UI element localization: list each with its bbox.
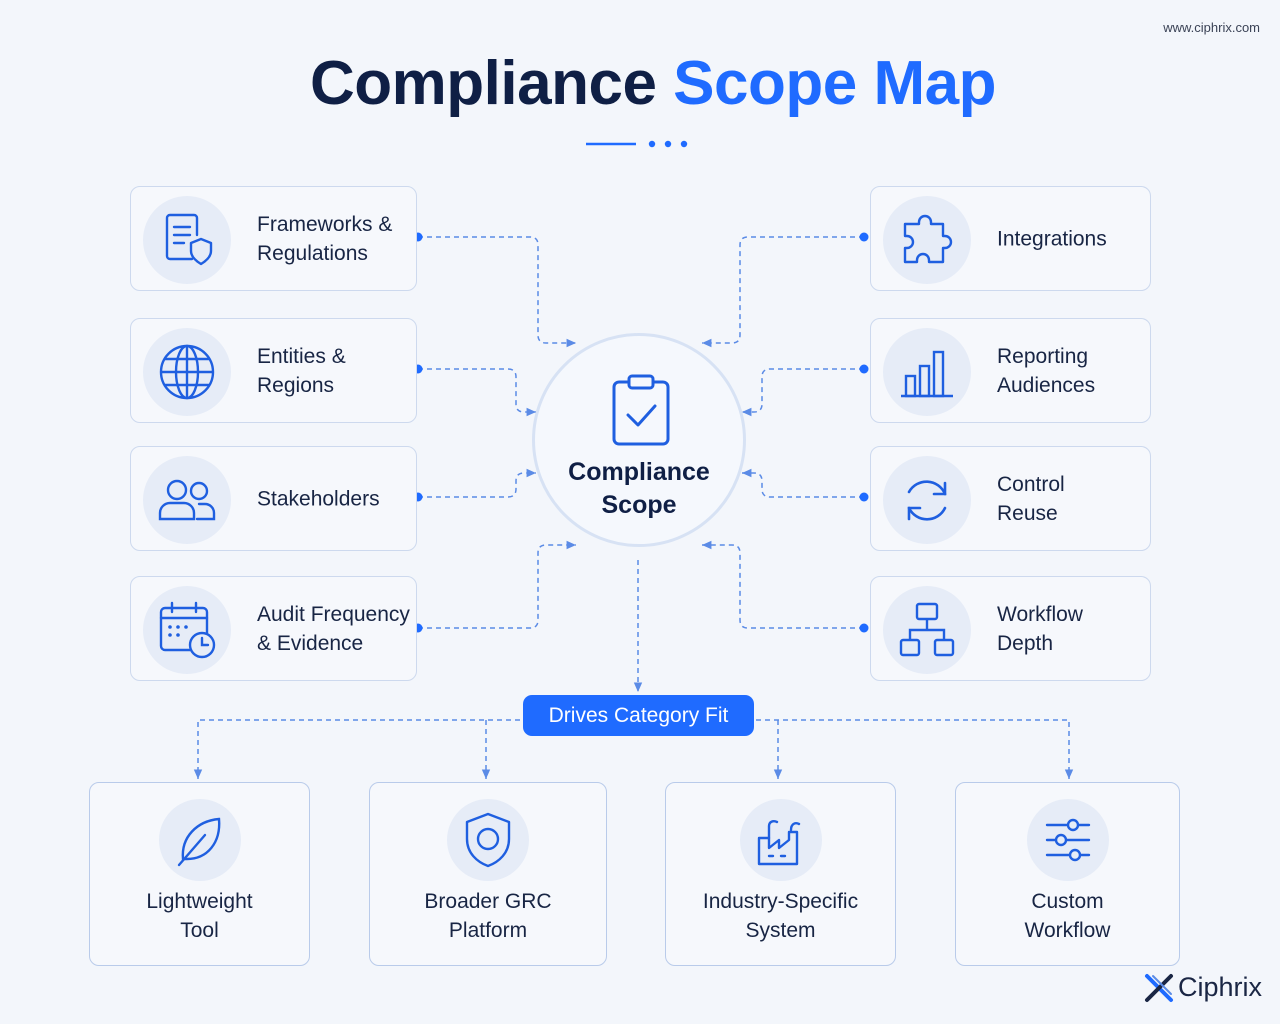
globe-icon — [143, 328, 231, 416]
card-label: Audit Frequency & Evidence — [257, 602, 410, 655]
card-control-reuse: Control Reuse — [870, 446, 1151, 551]
card-label: Control Reuse — [997, 472, 1065, 525]
title-accent: Scope Map — [673, 49, 996, 118]
factory-icon — [739, 799, 822, 881]
puzzle-icon — [883, 196, 971, 284]
title-main: Compliance — [310, 49, 657, 118]
category-label: Lightweight Tool — [146, 890, 253, 942]
ciphrix-logo-icon — [1145, 973, 1173, 1002]
category-custom-workflow: Custom Workflow — [955, 782, 1180, 966]
card-label: Frameworks & Regulations — [257, 212, 393, 265]
hierarchy-icon — [883, 586, 971, 674]
compliance-scope-hub: Compliance Scope — [532, 333, 746, 547]
card-audit-frequency: Audit Frequency & Evidence — [130, 576, 417, 681]
card-stakeholders: Stakeholders — [130, 446, 417, 551]
card-entities-regions: Entities & Regions — [130, 318, 417, 423]
category-broader-grc: Broader GRC Platform — [369, 782, 607, 966]
card-label: Reporting Audiences — [997, 344, 1096, 397]
page-title: Compliance Scope Map — [0, 48, 1280, 119]
card-label: Entities & Regions — [257, 344, 346, 397]
shield-icon — [447, 799, 529, 881]
site-url[interactable]: www.ciphrix.com — [1163, 20, 1260, 35]
document-shield-icon — [143, 196, 231, 284]
hub-label: Compliance Scope — [568, 458, 710, 519]
ciphrix-brand: Ciphrix — [1144, 972, 1262, 1003]
users-icon — [143, 456, 231, 544]
category-label: Industry-Specific System — [702, 890, 859, 942]
card-frameworks-regulations: Frameworks & Regulations — [130, 186, 417, 291]
bar-chart-icon — [883, 328, 971, 416]
card-label: Integrations — [997, 227, 1107, 250]
title-divider — [586, 140, 688, 148]
brand-name: Ciphrix — [1178, 972, 1263, 1002]
category-lightweight-tool: Lightweight Tool — [89, 782, 310, 966]
card-integrations: Integrations — [870, 186, 1151, 291]
clipboard-check-icon — [609, 374, 673, 453]
card-reporting-audiences: Reporting Audiences — [870, 318, 1151, 423]
card-workflow-depth: Workflow Depth — [870, 576, 1151, 681]
category-label: Broader GRC Platform — [424, 890, 552, 942]
sliders-icon — [1026, 799, 1109, 881]
card-label: Workflow Depth — [997, 602, 1083, 655]
refresh-icon — [883, 456, 971, 544]
calendar-clock-icon — [143, 586, 231, 674]
leaf-icon — [158, 799, 241, 881]
drives-category-fit-badge: Drives Category Fit — [523, 695, 754, 736]
category-industry-specific: Industry-Specific System — [665, 782, 896, 966]
card-label: Stakeholders — [257, 487, 380, 510]
category-label: Custom Workflow — [1024, 890, 1111, 942]
